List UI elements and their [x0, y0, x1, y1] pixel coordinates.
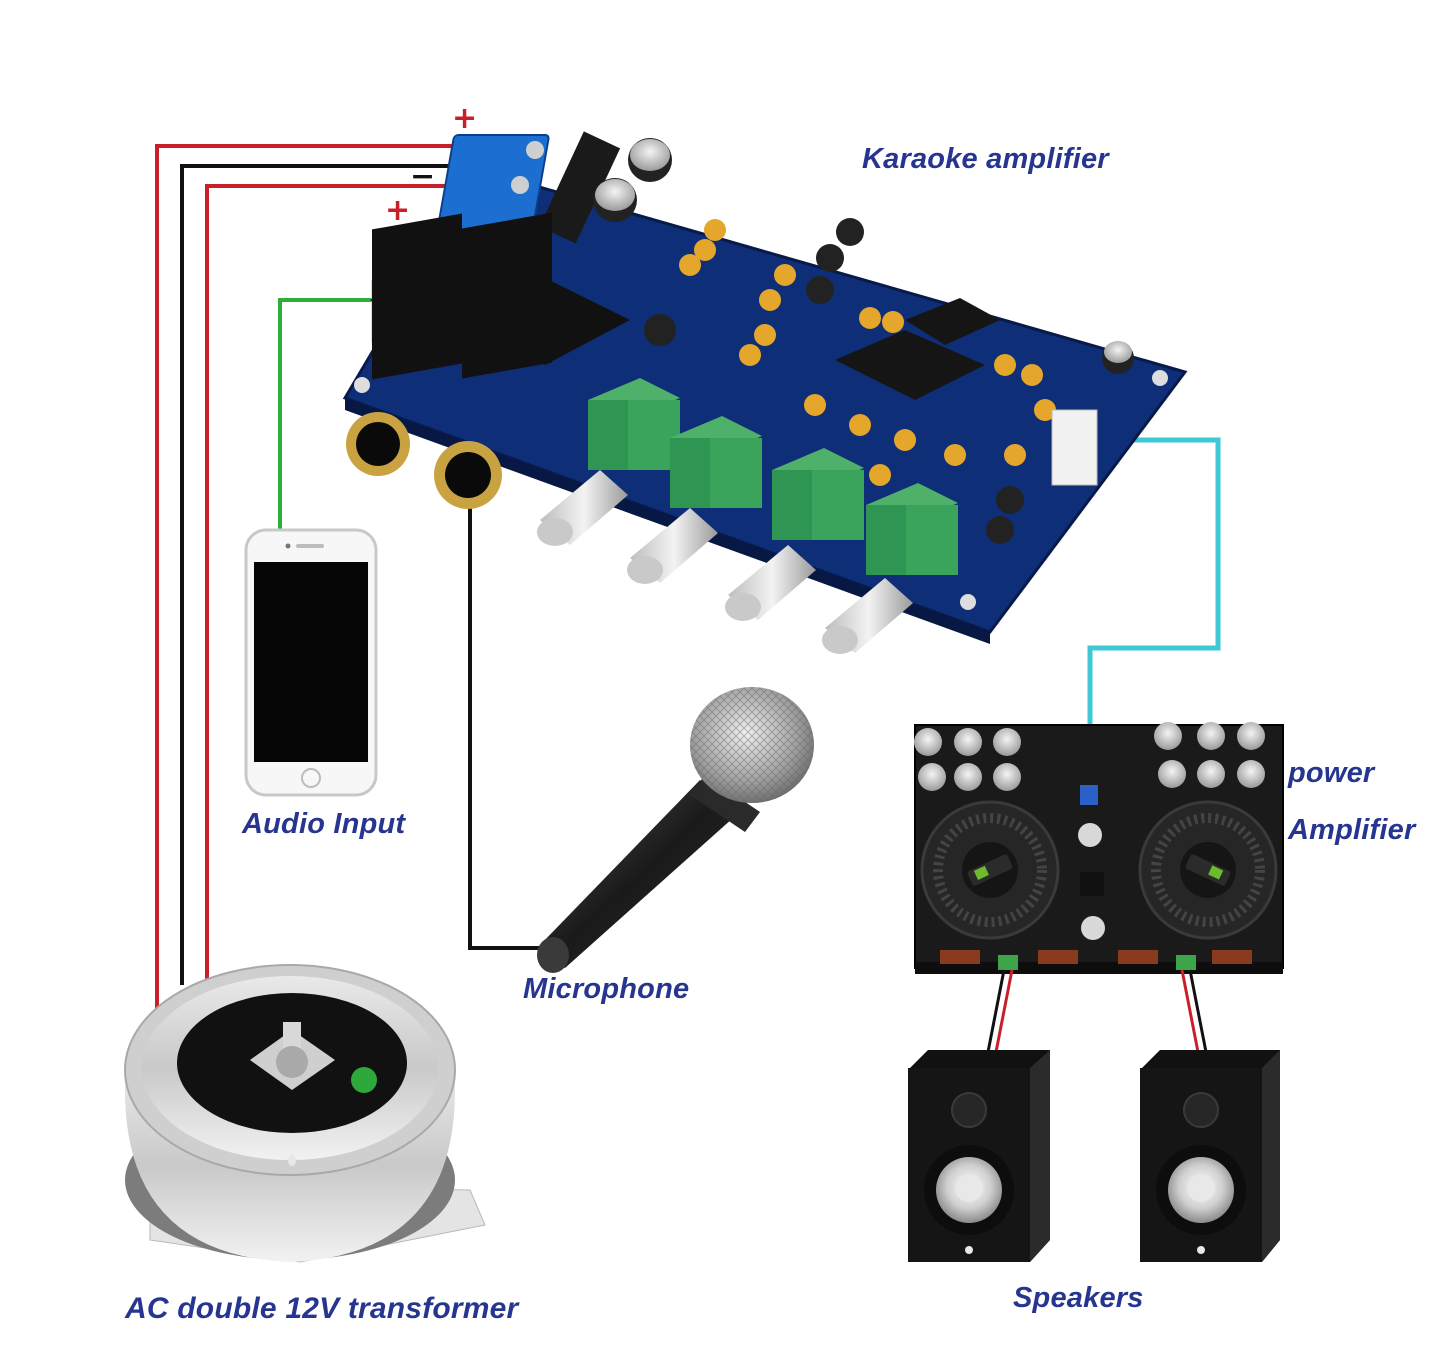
speaker-wires: [986, 969, 1208, 1053]
red-wire-inner: [205, 184, 520, 980]
amplifier-label: Amplifier: [1288, 814, 1416, 846]
board-capacitors: [593, 138, 1134, 544]
plus-sign-top: +: [452, 101, 478, 136]
power-label: power: [1288, 757, 1375, 789]
cooling-fans: [920, 800, 1278, 940]
ceramic-capacitors: [679, 219, 1056, 486]
audio-input-label: Audio Input: [242, 808, 406, 840]
potentiometers: [537, 378, 958, 654]
karaoke-amplifier-label: Karaoke amplifier: [862, 143, 1109, 175]
power-amp-capacitors: [914, 722, 1265, 791]
microphone-icon: [537, 687, 814, 973]
speaker-icon: [908, 1050, 1050, 1262]
green-audio-wire: [278, 298, 402, 530]
audio-jacks: [346, 212, 630, 509]
red-wire-outer: [155, 144, 540, 1010]
cyan-signal-wire: [1075, 437, 1221, 770]
phone-icon: [244, 528, 378, 797]
transformer-label: AC double 12V transformer: [125, 1292, 519, 1325]
power-wires: [155, 144, 540, 1010]
black-wire: [180, 164, 530, 985]
microphone-wire: [468, 495, 560, 950]
speakers-label: Speakers: [1013, 1282, 1144, 1314]
transformer-icon: [124, 964, 486, 1263]
plus-sign-bottom: +: [385, 193, 411, 228]
karaoke-board: [342, 131, 1188, 654]
minus-sign: −: [410, 159, 436, 194]
power-amp-board: [914, 722, 1284, 974]
speaker-icon: [1140, 1050, 1280, 1262]
microphone-label: Microphone: [523, 973, 690, 1005]
